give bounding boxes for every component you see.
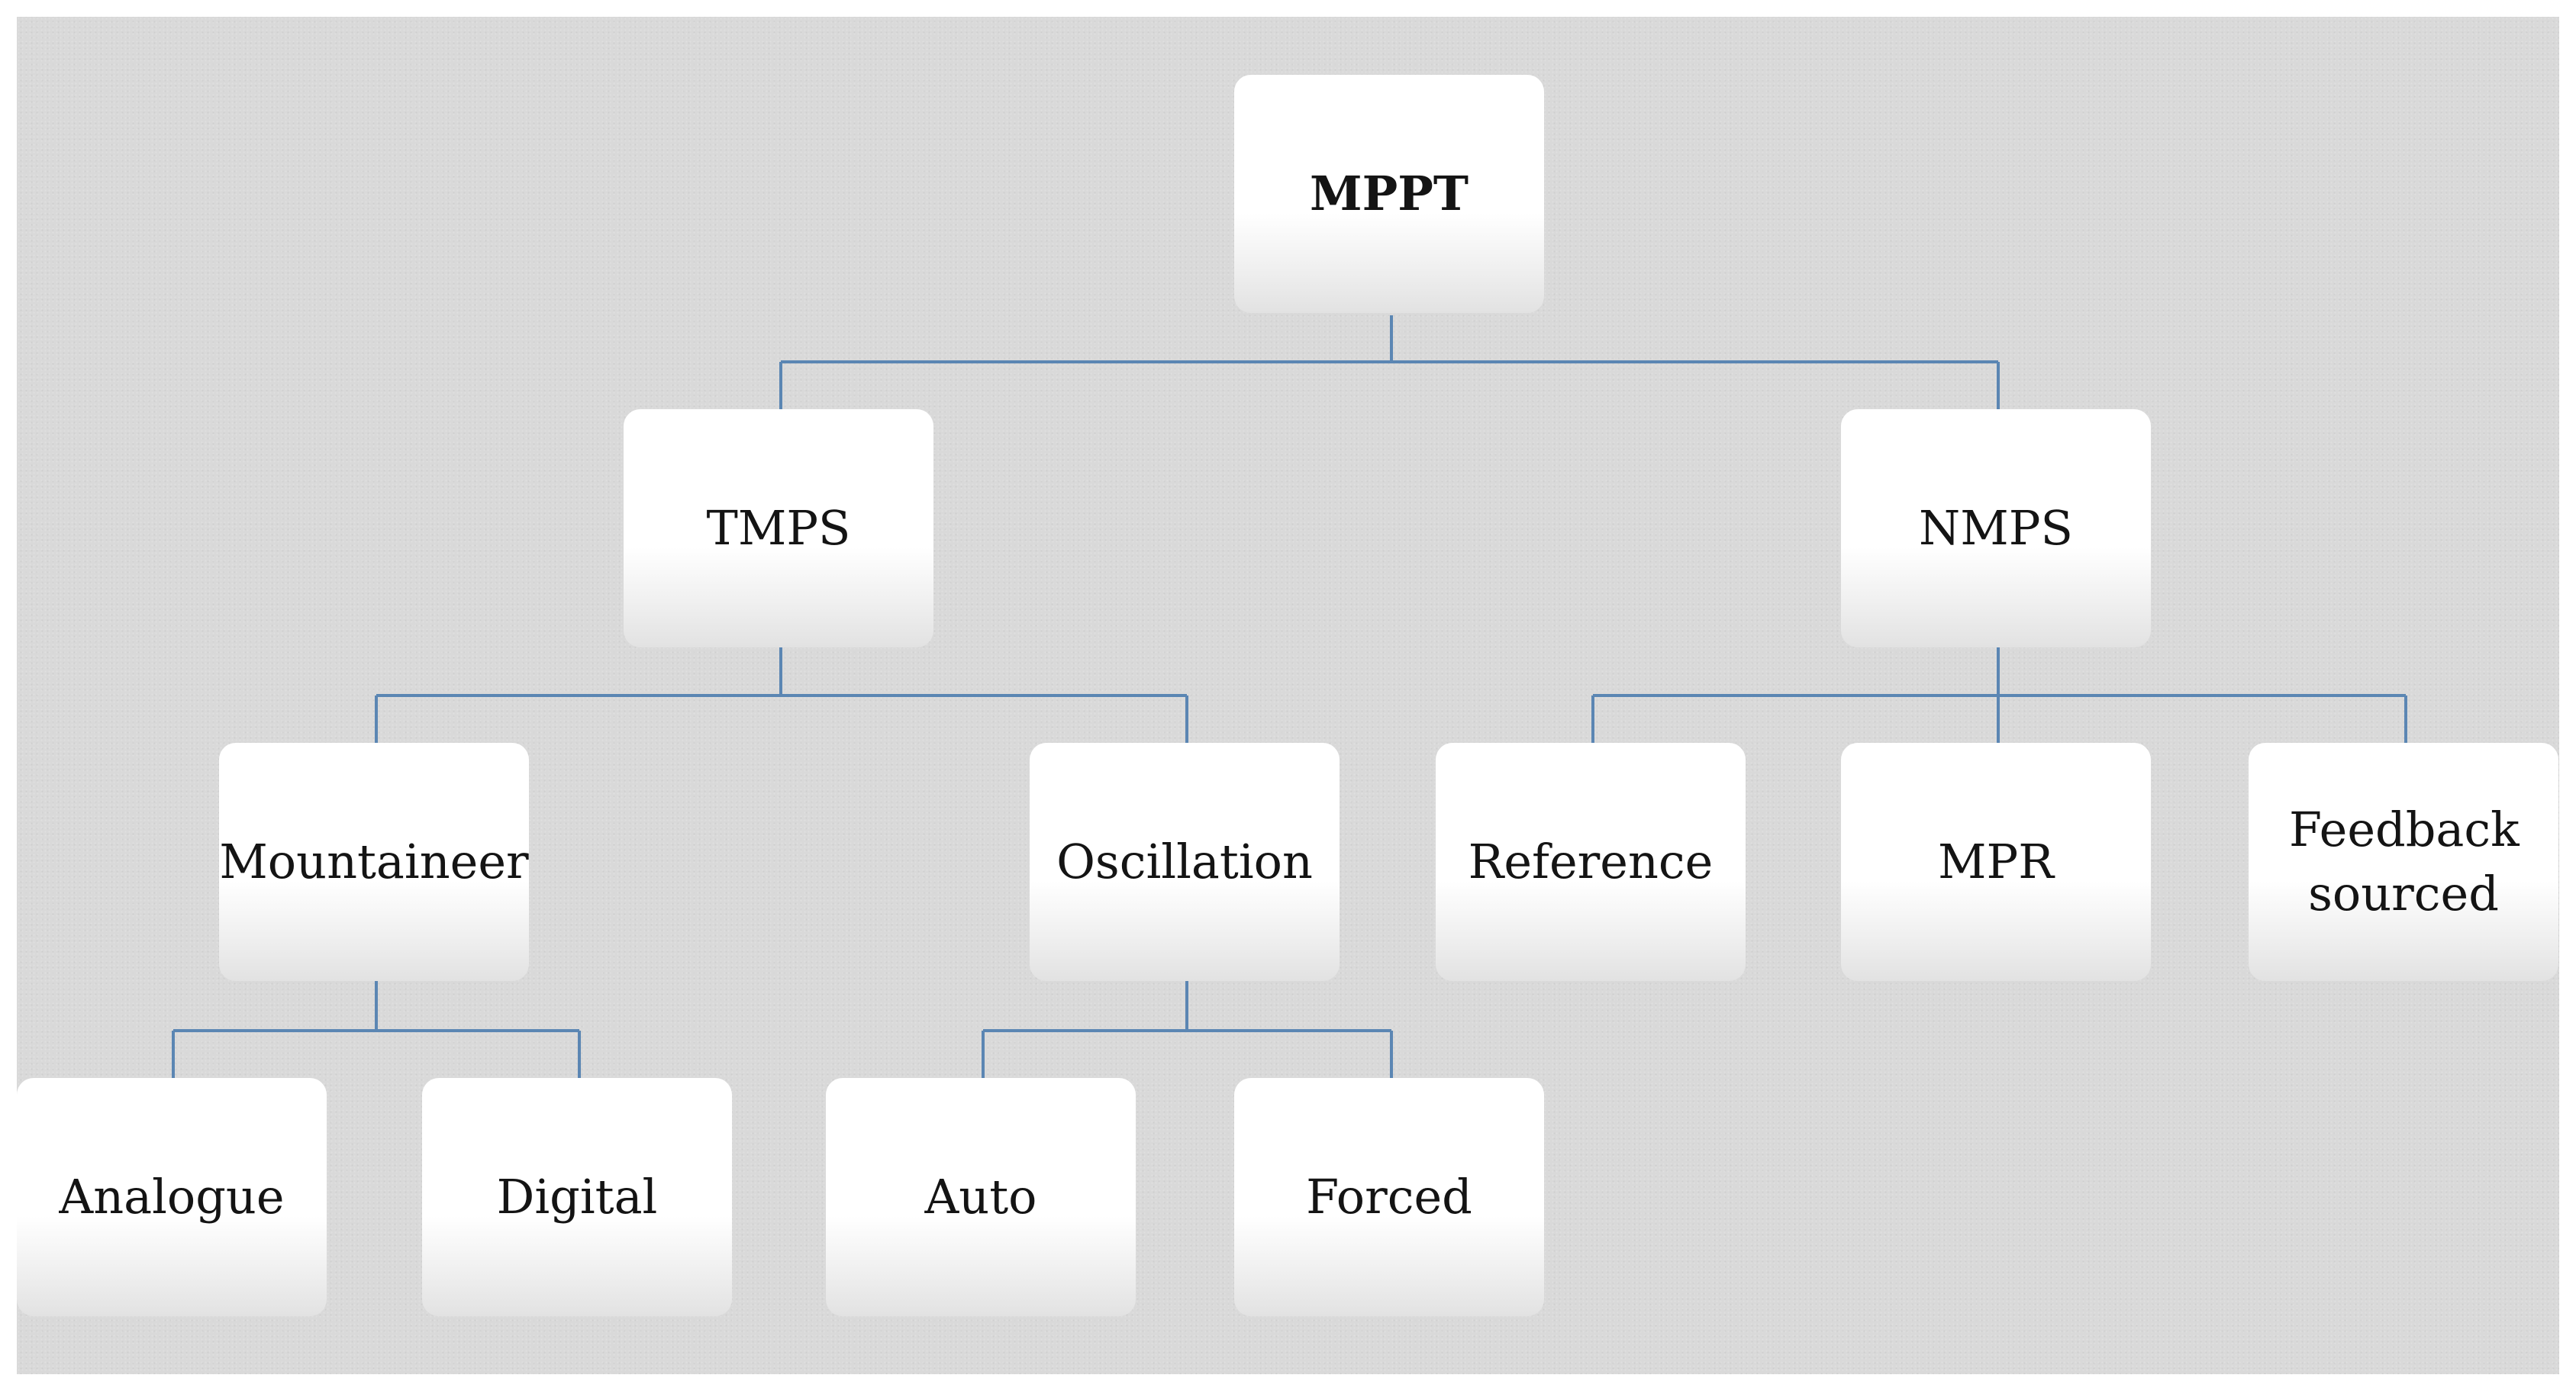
node-forced: Forced (1234, 1078, 1544, 1316)
node-feedback-sourced-label: Feedback sourced (2289, 802, 2520, 921)
node-tmps-label: TMPS (706, 500, 851, 556)
node-mpr-label: MPR (1938, 834, 2054, 889)
node-mppt-label: MPPT (1309, 166, 1469, 221)
connector-nmps-children (1591, 647, 2407, 743)
node-nmps: NMPS (1841, 409, 2151, 647)
node-reference: Reference (1436, 743, 1746, 981)
node-tmps: TMPS (624, 409, 933, 647)
node-oscillation-label: Oscillation (1056, 834, 1313, 889)
node-digital-label: Digital (496, 1169, 658, 1225)
node-nmps-label: NMPS (1919, 500, 2073, 556)
node-mppt: MPPT (1234, 75, 1544, 313)
connector-mppt-children (779, 315, 2000, 409)
node-oscillation: Oscillation (1030, 743, 1340, 981)
node-digital: Digital (422, 1078, 732, 1316)
node-forced-label: Forced (1306, 1169, 1472, 1225)
node-analogue: Analogue (17, 1078, 327, 1316)
connector-tmps-children (375, 647, 1188, 743)
node-mountaineer: Mountaineer (219, 743, 529, 981)
node-analogue-label: Analogue (59, 1169, 285, 1225)
node-reference-label: Reference (1468, 834, 1714, 889)
node-feedback-sourced: Feedback sourced (2249, 743, 2558, 981)
node-mpr: MPR (1841, 743, 2151, 981)
node-auto-label: Auto (924, 1169, 1037, 1225)
node-auto: Auto (826, 1078, 1136, 1316)
connector-oscillation-children (982, 981, 1393, 1078)
connector-mountaineer-children (172, 981, 581, 1078)
node-mountaineer-label: Mountaineer (219, 834, 529, 889)
